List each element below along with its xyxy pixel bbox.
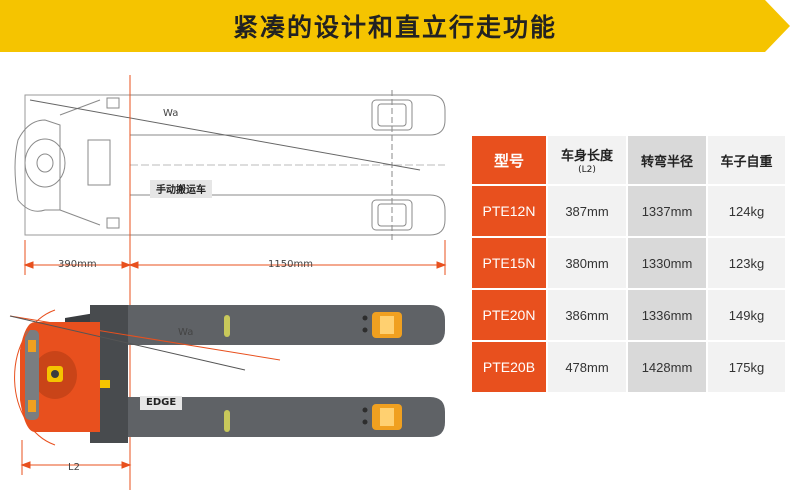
spec-table: 型号 车身长度 (L2) 转弯半径 车子自重 PTE12N 387mm 1337…	[470, 134, 787, 394]
cell-model: PTE20B	[470, 340, 548, 394]
cell-turning: 1336mm	[626, 288, 708, 342]
cell-turning: 1337mm	[626, 184, 708, 238]
cell-weight: 175kg	[706, 340, 787, 394]
page-title: 紧凑的设计和直立行走功能	[232, 13, 557, 42]
cell-model: PTE20N	[470, 288, 548, 342]
dimension-drawings: Wa 手动搬运车 390mm 1150mm Wa EDGE L2	[0, 60, 460, 490]
header-weight: 车子自重	[706, 134, 787, 186]
cell-length: 386mm	[546, 288, 628, 342]
edge-truck-image	[20, 305, 445, 443]
cell-model: PTE15N	[470, 236, 548, 290]
bottom-dimension-line	[20, 440, 132, 475]
pallet-truck-drawings	[9, 75, 447, 490]
table-header-row: 型号 车身长度 (L2) 转弯半径 车子自重	[470, 134, 787, 186]
cell-length: 380mm	[546, 236, 628, 290]
table-row: PTE12N 387mm 1337mm 124kg	[470, 184, 787, 238]
header-length-label: 车身长度	[560, 149, 613, 164]
top-dim-left: 390mm	[58, 259, 97, 270]
top-model-tag: 手动搬运车	[150, 180, 212, 198]
manual-truck-outline	[14, 90, 446, 240]
title-banner: 紧凑的设计和直立行走功能	[0, 0, 790, 52]
header-length-sub: (L2)	[578, 165, 596, 175]
header-length: 车身长度 (L2)	[546, 134, 628, 186]
table-row: PTE20B 478mm 1428mm 175kg	[470, 340, 787, 394]
cell-model: PTE12N	[470, 184, 548, 238]
cell-weight: 123kg	[706, 236, 787, 290]
banner-shape	[0, 0, 790, 52]
cell-weight: 124kg	[706, 184, 787, 238]
header-model: 型号	[470, 134, 548, 186]
cell-turning: 1330mm	[626, 236, 708, 290]
cell-turning: 1428mm	[626, 340, 708, 394]
bottom-angle-label: Wa	[178, 327, 194, 338]
table-row: PTE20N 386mm 1336mm 149kg	[470, 288, 787, 342]
cell-weight: 149kg	[706, 288, 787, 342]
top-dimension-line	[23, 240, 447, 275]
cell-length: 387mm	[546, 184, 628, 238]
bottom-dim-left: L2	[68, 462, 80, 473]
top-dim-right: 1150mm	[268, 259, 313, 270]
table-row: PTE15N 380mm 1330mm 123kg	[470, 236, 787, 290]
top-angle-label: Wa	[163, 108, 179, 119]
header-turning: 转弯半径	[626, 134, 708, 186]
bottom-model-tag: EDGE	[140, 396, 183, 410]
cell-length: 478mm	[546, 340, 628, 394]
